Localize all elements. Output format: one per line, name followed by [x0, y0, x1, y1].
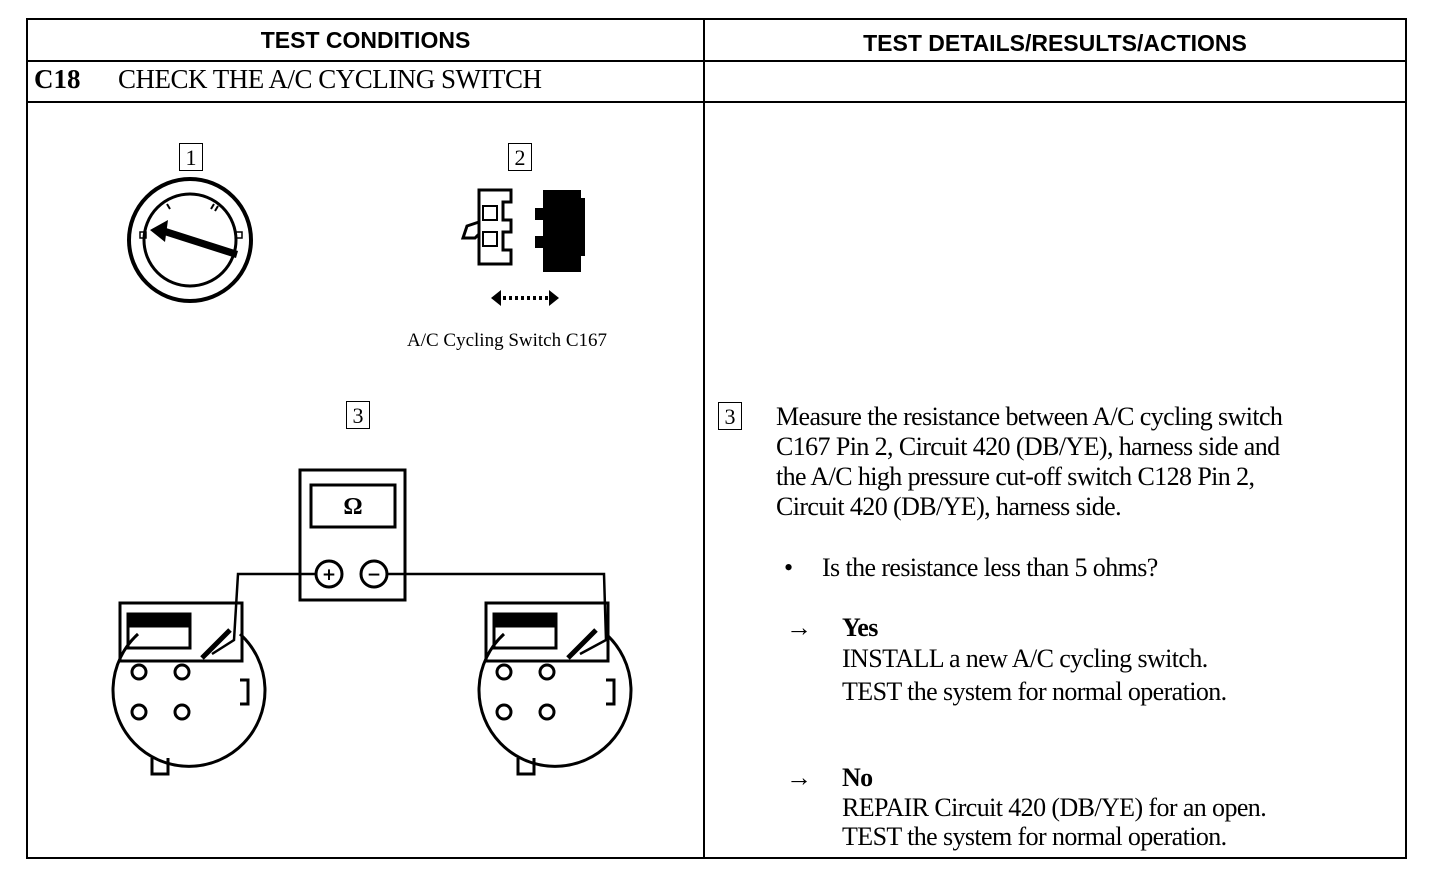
instruction-line: Circuit 420 (DB/YE), harness side.	[776, 492, 1122, 521]
instruction-line: C167 Pin 2, Circuit 420 (DB/YE), harness…	[776, 432, 1280, 461]
no-action-line: TEST the system for normal operation.	[842, 822, 1227, 851]
title-divider	[26, 101, 1407, 103]
yes-action-line: INSTALL a new A/C cycling switch.	[842, 644, 1208, 673]
figure-1-label: 1	[179, 143, 203, 171]
step-title: CHECK THE A/C CYCLING SWITCH	[118, 64, 542, 94]
plus-terminal-label: +	[322, 565, 336, 585]
no-label: No	[842, 763, 873, 792]
left-connector-icon	[111, 601, 267, 776]
ohmmeter-diagram: Ω + −	[111, 468, 633, 776]
header-test-details: TEST DETAILS/RESULTS/ACTIONS	[863, 30, 1247, 56]
yes-label: Yes	[842, 613, 878, 642]
connector-caption: A/C Cycling Switch C167	[407, 330, 608, 351]
header-divider	[26, 60, 1407, 62]
yes-arrow-icon: →	[786, 613, 812, 642]
right-connector-icon	[477, 601, 633, 776]
ignition-switch-icon	[127, 177, 253, 303]
instruction-line: Measure the resistance between A/C cycli…	[776, 402, 1283, 431]
step-code: C18	[34, 64, 81, 94]
no-action-line: REPAIR Circuit 420 (DB/YE) for an open.	[842, 793, 1267, 822]
figure-3-label: 3	[346, 401, 370, 429]
yes-action-line: TEST the system for normal operation.	[842, 677, 1227, 706]
connector-icon	[460, 188, 585, 306]
instruction-line: the A/C high pressure cut-off switch C12…	[776, 462, 1255, 491]
details-step-label: 3	[718, 402, 742, 430]
no-arrow-icon: →	[786, 763, 812, 792]
ohmmeter-icon	[298, 468, 407, 602]
column-divider	[703, 18, 705, 859]
figure-2-label: 2	[508, 143, 532, 171]
header-test-conditions: TEST CONDITIONS	[260, 27, 471, 53]
ohm-symbol: Ω	[343, 494, 362, 520]
bullet-icon: •	[784, 553, 793, 582]
minus-terminal-label: −	[367, 565, 381, 585]
table-frame	[26, 18, 1407, 859]
question-text: Is the resistance less than 5 ohms?	[822, 553, 1158, 582]
instruction-text: Measure the resistance between A/C cycli…	[776, 402, 1416, 522]
